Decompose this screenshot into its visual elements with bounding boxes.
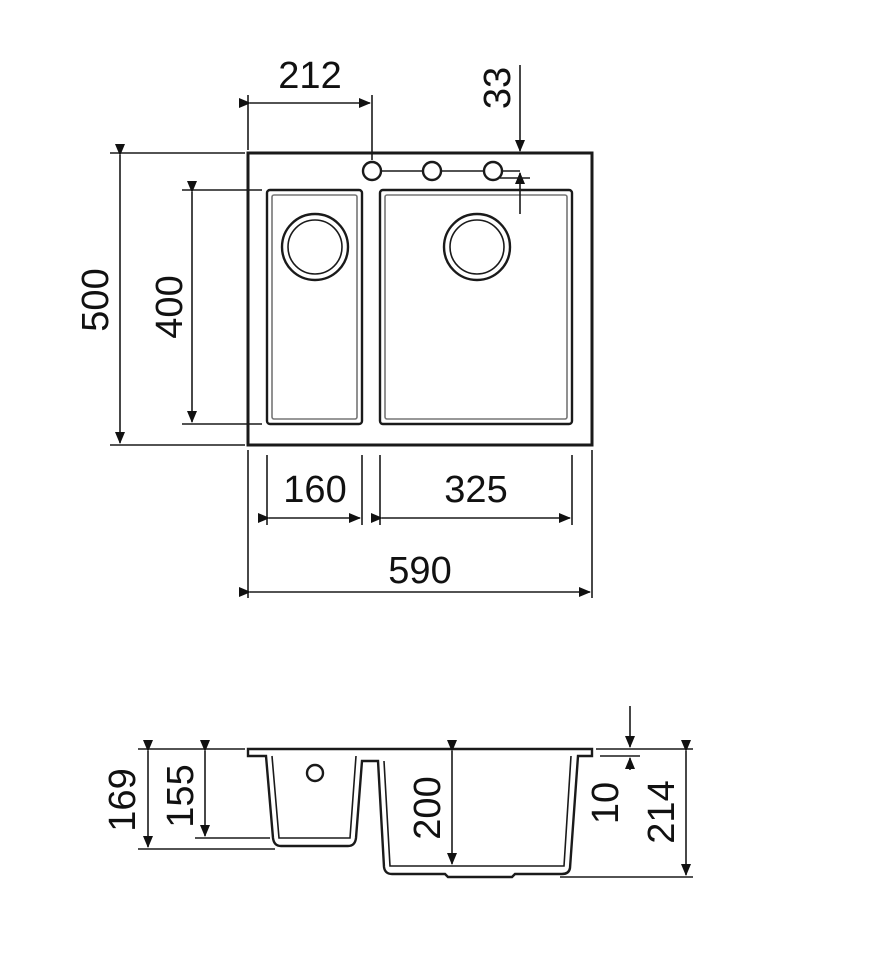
small-bowl-drain (280, 212, 350, 282)
dimension-10: 10 (585, 706, 640, 824)
dim-label-214: 214 (641, 780, 683, 843)
dimension-325: 325 (371, 455, 573, 525)
dim-label-169: 169 (102, 768, 144, 831)
dimension-400: 400 (149, 181, 262, 425)
dimension-169: 169 (102, 740, 275, 850)
dimension-214: 214 (560, 740, 693, 878)
dim-label-590: 590 (388, 550, 451, 592)
sink-outline (246, 151, 594, 447)
dim-label-200: 200 (407, 776, 449, 839)
dim-label-400: 400 (149, 275, 191, 338)
dimension-212: 212 (239, 55, 373, 160)
dimension-33: 33 (477, 65, 530, 214)
dimension-590: 590 (239, 450, 593, 598)
large-bowl (378, 188, 574, 426)
dimension-500: 500 (75, 144, 245, 446)
sink-profile (246, 747, 594, 879)
dim-label-500: 500 (75, 268, 117, 331)
top-view: 212 33 500 400 160 (75, 55, 594, 598)
dim-label-155: 155 (160, 764, 202, 827)
overflow-hole (305, 763, 325, 783)
small-bowl (265, 188, 364, 426)
large-bowl-drain (442, 212, 512, 282)
side-view: 169 155 200 10 214 (102, 706, 693, 879)
dimension-200: 200 (407, 740, 457, 865)
dim-label-212: 212 (278, 55, 341, 97)
dim-label-160: 160 (283, 469, 346, 511)
tap-holes (361, 160, 520, 182)
dim-label-33: 33 (477, 67, 519, 109)
dim-label-325: 325 (444, 469, 507, 511)
dim-label-10: 10 (585, 782, 627, 824)
dimension-160: 160 (258, 455, 363, 525)
dimension-155: 155 (160, 740, 270, 839)
